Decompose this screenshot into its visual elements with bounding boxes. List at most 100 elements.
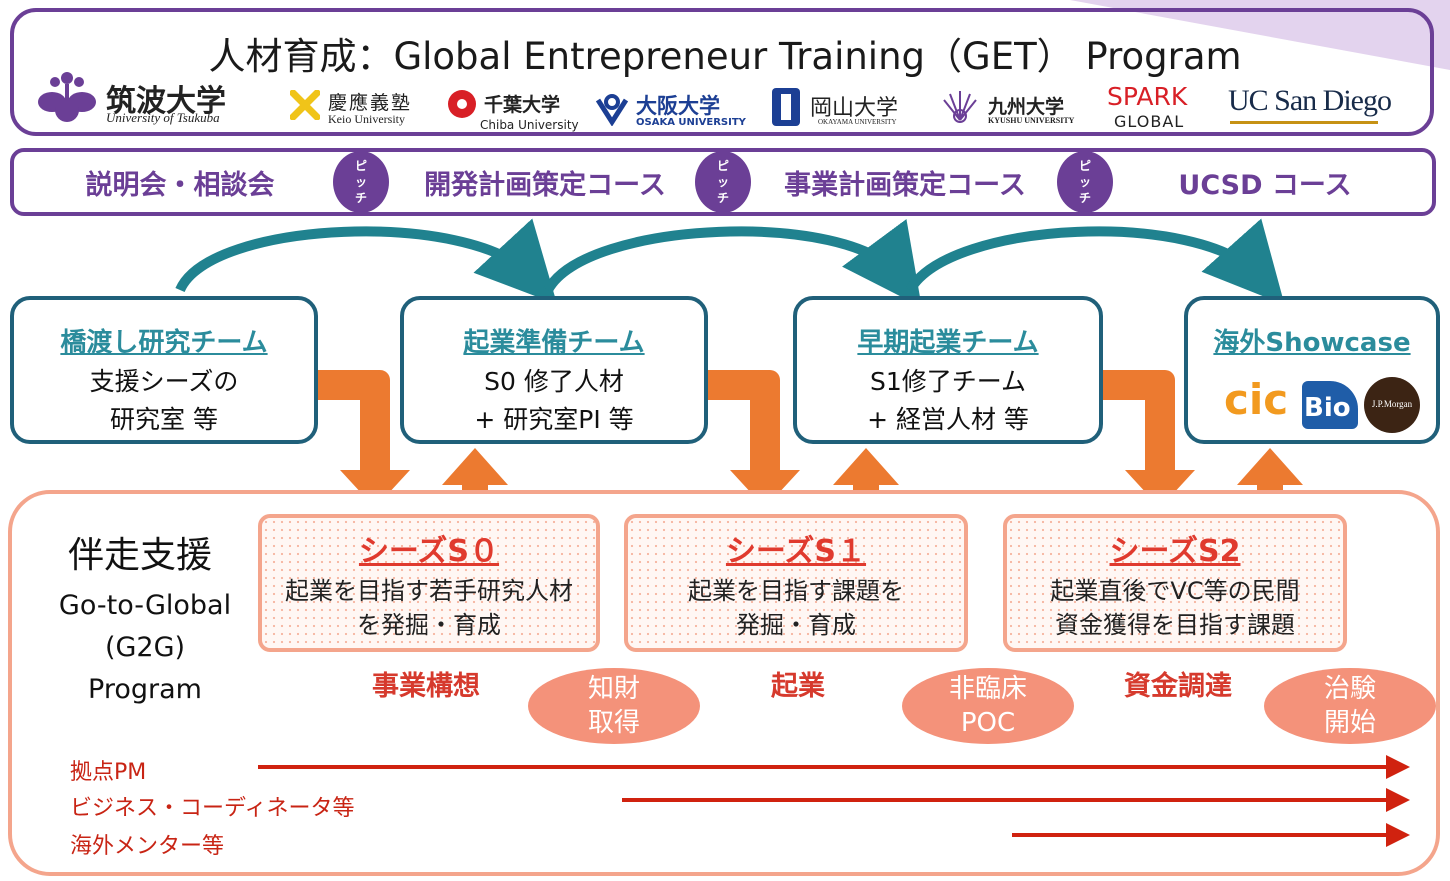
team-box-startup-prep: 起業準備チーム S0 修了人材 + 研究室PI 等 xyxy=(400,296,708,444)
seed-desc-line: を発掘・育成 xyxy=(357,611,501,639)
osaka-emblem-icon xyxy=(594,92,630,130)
staff-label: ビジネス・コーディネータ等 xyxy=(70,796,355,821)
staff-label: 海外メンター等 xyxy=(70,834,225,859)
team-box-early-startup: 早期起業チーム S1修了チーム + 経営人材 等 xyxy=(793,296,1103,444)
phase-label: 資金調達 xyxy=(1124,671,1232,702)
team-desc-line: + 研究室PI 等 xyxy=(474,405,634,434)
phase-label: 起業 xyxy=(771,671,825,702)
team-desc-line: 研究室 等 xyxy=(110,405,218,434)
seed-desc-line: 発掘・育成 xyxy=(736,611,856,639)
progression-arrow xyxy=(543,219,922,305)
okayama-name: 岡山大学 xyxy=(810,95,899,120)
seed-box-s1: シーズS１ 起業を目指す課題を 発掘・育成 xyxy=(624,514,968,652)
milestone-line: 治験 xyxy=(1323,674,1376,704)
down-arrow xyxy=(1095,370,1195,508)
pitch-badge: ピ ッ チ xyxy=(695,151,751,213)
osaka-sub: OSAKA UNIVERSITY xyxy=(636,117,746,128)
seed-desc-line: 資金獲得を目指す課題 xyxy=(1055,611,1295,639)
milestone-line: 非臨床 xyxy=(948,674,1027,704)
bio-logo-text: Bio xyxy=(1304,393,1351,423)
stage-business-course: 事業計画策定コース xyxy=(784,170,1026,201)
seed-box-s2: シーズS2 起業直後でVC等の民間 資金獲得を目指す課題 xyxy=(1003,514,1347,652)
seed-box-s0: シーズS０ 起業を目指す若手研究人材 を発掘・育成 xyxy=(258,514,600,652)
pitch-char: ピ xyxy=(1078,159,1091,173)
seed-title: シーズS2 xyxy=(1109,534,1241,569)
okayama-sub: OKAYAMA UNIVERSITY xyxy=(818,118,897,126)
team-title: 橋渡し研究チーム xyxy=(60,328,268,358)
pitch-char: ッ xyxy=(716,175,729,189)
paulownia-emblem-icon xyxy=(38,72,96,122)
pitch-char: ピ xyxy=(716,159,729,173)
team-box-overseas-showcase: 海外Showcase cic Bio J.P.Morgan xyxy=(1184,296,1440,444)
kyushu-emblem-icon xyxy=(940,88,980,128)
up-arrow xyxy=(442,448,508,515)
progression-arrows xyxy=(175,218,1285,305)
pitch-char: チ xyxy=(354,191,367,205)
up-arrow xyxy=(1237,448,1303,515)
header-frame xyxy=(10,8,1434,136)
down-arrow xyxy=(310,370,410,508)
milestone-oval: 知財 取得 xyxy=(528,668,700,744)
team-title: 起業準備チーム xyxy=(463,328,645,358)
team-desc-line: 支援シーズの xyxy=(89,367,239,396)
jpmorgan-logo-text: J.P.Morgan xyxy=(1371,399,1413,409)
team-box-bridging: 橋渡し研究チーム 支援シーズの 研究室 等 xyxy=(10,296,318,444)
tsukuba-name: 筑波大学 xyxy=(106,85,226,118)
kyushu-name: 九州大学 xyxy=(988,97,1065,118)
keio-name: 慶應義塾 xyxy=(328,93,413,114)
milestone-line: 知財 xyxy=(587,674,640,704)
page-title: 人材育成：Global Entrepreneur Training（GET） P… xyxy=(208,35,1242,78)
milestone-line: 取得 xyxy=(587,708,640,738)
phase-label: 事業構想 xyxy=(372,671,480,702)
pitch-char: ッ xyxy=(1078,175,1091,189)
support-title: 伴走支援 xyxy=(68,535,213,576)
milestone-oval: 非臨床 POC xyxy=(902,668,1074,744)
g2g-line: Go-to-Global xyxy=(58,590,232,621)
tsukuba-sub: University of Tsukuba xyxy=(106,110,220,125)
chiba-name: 千葉大学 xyxy=(484,94,561,116)
ucsd-logo: UC San Diego xyxy=(1228,84,1392,117)
cic-logo: cic xyxy=(1224,375,1289,424)
pitch-badge: ピ ッ チ xyxy=(1057,151,1113,213)
team-desc-line: S1修了チーム xyxy=(869,367,1027,396)
down-arrow xyxy=(700,370,800,508)
chiba-sub: Chiba University xyxy=(480,118,579,132)
pitch-char: ッ xyxy=(354,175,367,189)
stage-briefing: 説明会・相談会 xyxy=(85,170,275,201)
seed-desc-line: 起業直後でVC等の民間 xyxy=(1050,577,1300,605)
course-stages-bar xyxy=(10,148,1436,216)
seed-desc-line: 起業を目指す課題を xyxy=(688,577,904,605)
stage-development-course: 開発計画策定コース xyxy=(424,170,666,201)
seed-flow-arrows xyxy=(310,370,1303,515)
chiba-emblem-icon xyxy=(446,88,478,124)
g2g-line: Program xyxy=(88,674,202,705)
kyushu-sub: KYUSHU UNIVERSITY xyxy=(988,116,1075,125)
milestone-oval: 治験 開始 xyxy=(1264,668,1436,744)
keio-sub: Keio University xyxy=(328,112,405,126)
jpmorgan-logo xyxy=(1364,377,1420,433)
osaka-name: 大阪大学 xyxy=(636,94,720,118)
bio-logo xyxy=(1302,381,1358,429)
g2g-program-label: Go-to-Global (G2G) Program xyxy=(30,585,260,711)
milestone-line: 開始 xyxy=(1323,708,1376,738)
team-desc-line: S0 修了人材 xyxy=(484,367,624,396)
ucsd-underline xyxy=(1230,121,1378,124)
staff-duration-arrows xyxy=(258,755,1410,847)
tsukuba-logo xyxy=(36,68,98,128)
up-arrow xyxy=(833,448,899,515)
pitch-char: チ xyxy=(716,191,729,205)
pitch-char: チ xyxy=(1078,191,1091,205)
stage-ucsd-course: UCSD コース xyxy=(1178,170,1352,201)
spark-logo-top: SPARK xyxy=(1107,82,1188,111)
team-title: 海外Showcase xyxy=(1213,328,1411,358)
okayama-emblem-icon xyxy=(770,86,802,132)
seed-title: シーズS１ xyxy=(725,534,867,569)
seed-title: シーズS０ xyxy=(358,534,500,569)
spark-logo-bottom: GLOBAL xyxy=(1114,112,1185,131)
progression-arrow xyxy=(905,218,1285,305)
pitch-char: ピ xyxy=(354,159,367,173)
keio-pen-icon xyxy=(289,89,321,124)
staff-label: 拠点PM xyxy=(70,760,147,785)
milestone-line: POC xyxy=(960,708,1016,738)
progression-arrow xyxy=(175,218,558,305)
